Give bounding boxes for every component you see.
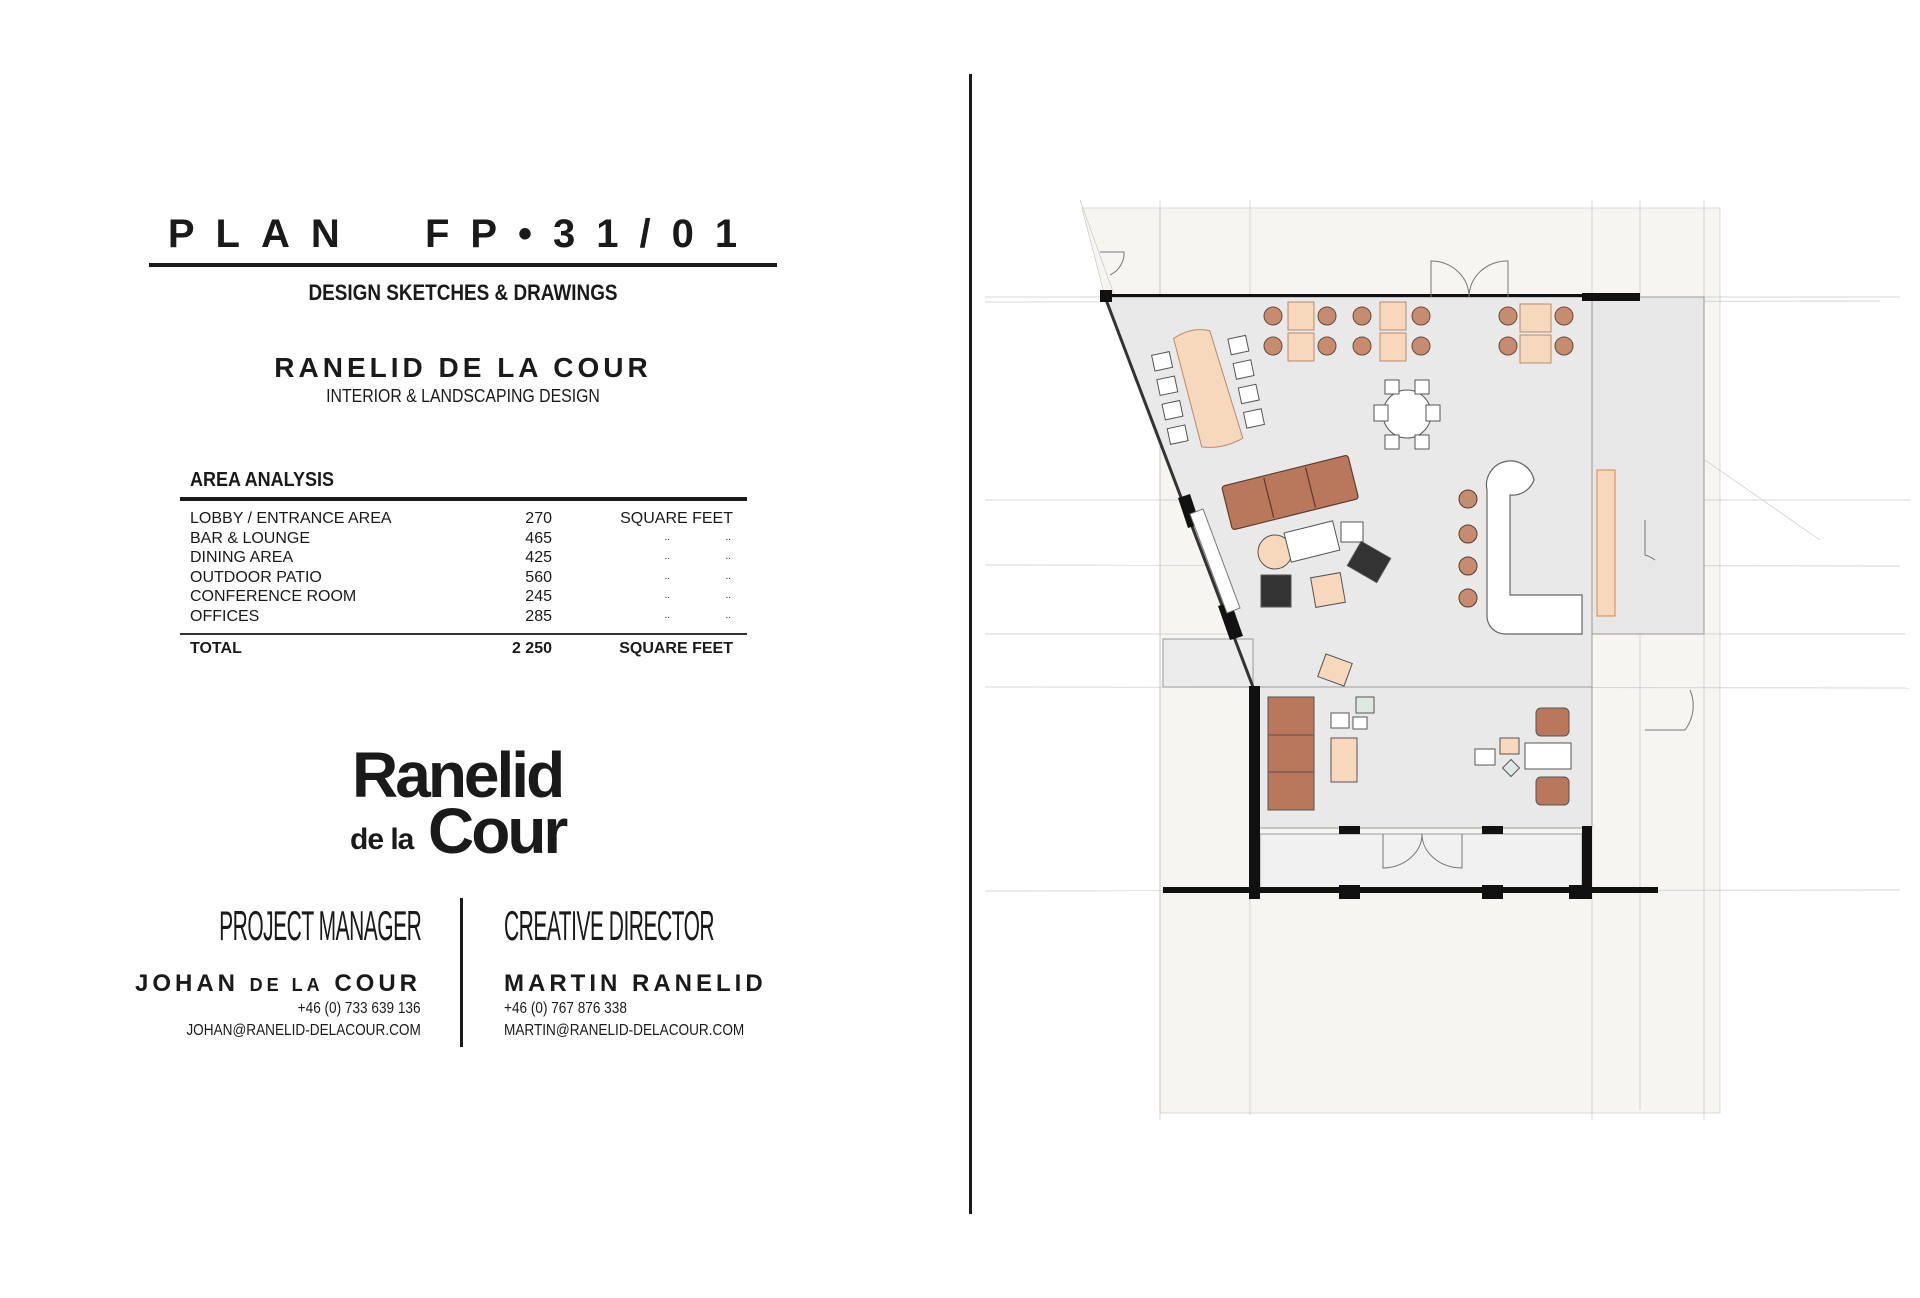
area-analysis-heading: AREA ANALYSIS bbox=[190, 469, 335, 491]
ditto-mark: .. bbox=[725, 590, 731, 601]
walls bbox=[1100, 290, 1658, 899]
ditto-mark: .. bbox=[725, 532, 731, 543]
area-value: 285 bbox=[525, 608, 552, 625]
logo-line-1: Ranelid bbox=[352, 739, 565, 811]
logo-line-2-small: de la bbox=[350, 823, 414, 856]
area-unit: SQUARE FEET bbox=[620, 510, 733, 527]
title-rule bbox=[149, 263, 777, 267]
area-label: BAR & LOUNGE bbox=[190, 530, 311, 547]
bar-counter bbox=[1485, 460, 1583, 635]
page-divider bbox=[969, 74, 972, 1214]
total-rule bbox=[180, 633, 747, 635]
area-label: OUTDOOR PATIO bbox=[190, 569, 322, 586]
sliding-door bbox=[1189, 508, 1241, 614]
table-row: CONFERENCE ROOM 245 .. .. bbox=[190, 588, 733, 608]
area-label: OFFICES bbox=[190, 608, 260, 625]
area-label: LOBBY / ENTRANCE AREA bbox=[190, 510, 392, 527]
area-label: DINING AREA bbox=[190, 549, 294, 566]
role-creative-director: CREATIVE DIRECTOR bbox=[504, 902, 715, 949]
lounge-furniture bbox=[1257, 520, 1392, 687]
doors bbox=[1100, 251, 1694, 869]
subtitle: DESIGN SKETCHES & DRAWINGS bbox=[308, 280, 618, 305]
round-table bbox=[1373, 379, 1441, 450]
table-row: LOBBY / ENTRANCE AREA 270 SQUARE FEET bbox=[190, 510, 733, 530]
ditto-mark: .. bbox=[725, 551, 731, 562]
lounge-sofa bbox=[1221, 454, 1359, 531]
logo-line-2-large: Cour bbox=[428, 795, 568, 867]
office-bench bbox=[1596, 469, 1616, 617]
contacts-divider bbox=[460, 898, 463, 1047]
table-row: DINING AREA 425 .. .. bbox=[190, 549, 733, 569]
ditto-mark: .. bbox=[664, 532, 670, 543]
area-value: 270 bbox=[525, 510, 552, 527]
phone-johan: +46 (0) 733 639 136 bbox=[298, 1000, 421, 1017]
firm-tagline: INTERIOR & LANDSCAPING DESIGN bbox=[326, 386, 600, 406]
role-project-manager: PROJECT MANAGER bbox=[218, 902, 422, 949]
conference-table bbox=[1151, 329, 1266, 448]
area-value: 560 bbox=[525, 569, 552, 586]
area-rule bbox=[180, 497, 747, 501]
contact-name-martin: MARTIN RANELID bbox=[504, 970, 767, 997]
email-martin[interactable]: MARTIN@RANELID-DELACOUR.COM bbox=[504, 1022, 745, 1039]
plan-title: PLAN FP•31/01 bbox=[167, 212, 759, 256]
conference-room-furniture bbox=[1267, 696, 1572, 811]
total-unit: SQUARE FEET bbox=[619, 640, 733, 657]
name-part: COUR bbox=[323, 970, 421, 997]
contact-name-johan: JOHAN DE LA COUR bbox=[135, 970, 421, 998]
name-part: JOHAN bbox=[134, 970, 250, 997]
bar-stools bbox=[1458, 489, 1478, 608]
phone-martin: +46 (0) 767 876 338 bbox=[504, 1000, 627, 1017]
area-label: CONFERENCE ROOM bbox=[190, 588, 357, 605]
email-johan[interactable]: JOHAN@RANELID-DELACOUR.COM bbox=[186, 1022, 421, 1039]
area-value: 425 bbox=[525, 549, 552, 566]
ditto-mark: .. bbox=[664, 610, 670, 621]
ditto-mark: .. bbox=[664, 551, 670, 562]
name-part: DE LA bbox=[249, 975, 324, 995]
dining-chairs bbox=[1263, 306, 1574, 356]
table-row: OUTDOOR PATIO 560 .. .. bbox=[190, 569, 733, 589]
total-value: 2 250 bbox=[511, 640, 552, 657]
area-value: 245 bbox=[525, 588, 552, 605]
ditto-mark: .. bbox=[725, 571, 731, 582]
ditto-mark: .. bbox=[664, 590, 670, 601]
total-label: TOTAL bbox=[190, 640, 242, 657]
total-row: TOTAL 2 250 SQUARE FEET bbox=[190, 640, 733, 660]
ditto-mark: .. bbox=[725, 610, 731, 621]
table-row: BAR & LOUNGE 465 .. .. bbox=[190, 530, 733, 550]
dining-tables bbox=[1287, 301, 1552, 364]
patio bbox=[1162, 638, 1254, 688]
area-value: 465 bbox=[525, 530, 552, 547]
floor-plan-sketch bbox=[984, 199, 1911, 1120]
table-row: OFFICES 285 .. .. bbox=[190, 608, 733, 628]
firm-name: RANELID DE LA COUR bbox=[274, 352, 652, 383]
ditto-mark: .. bbox=[664, 571, 670, 582]
